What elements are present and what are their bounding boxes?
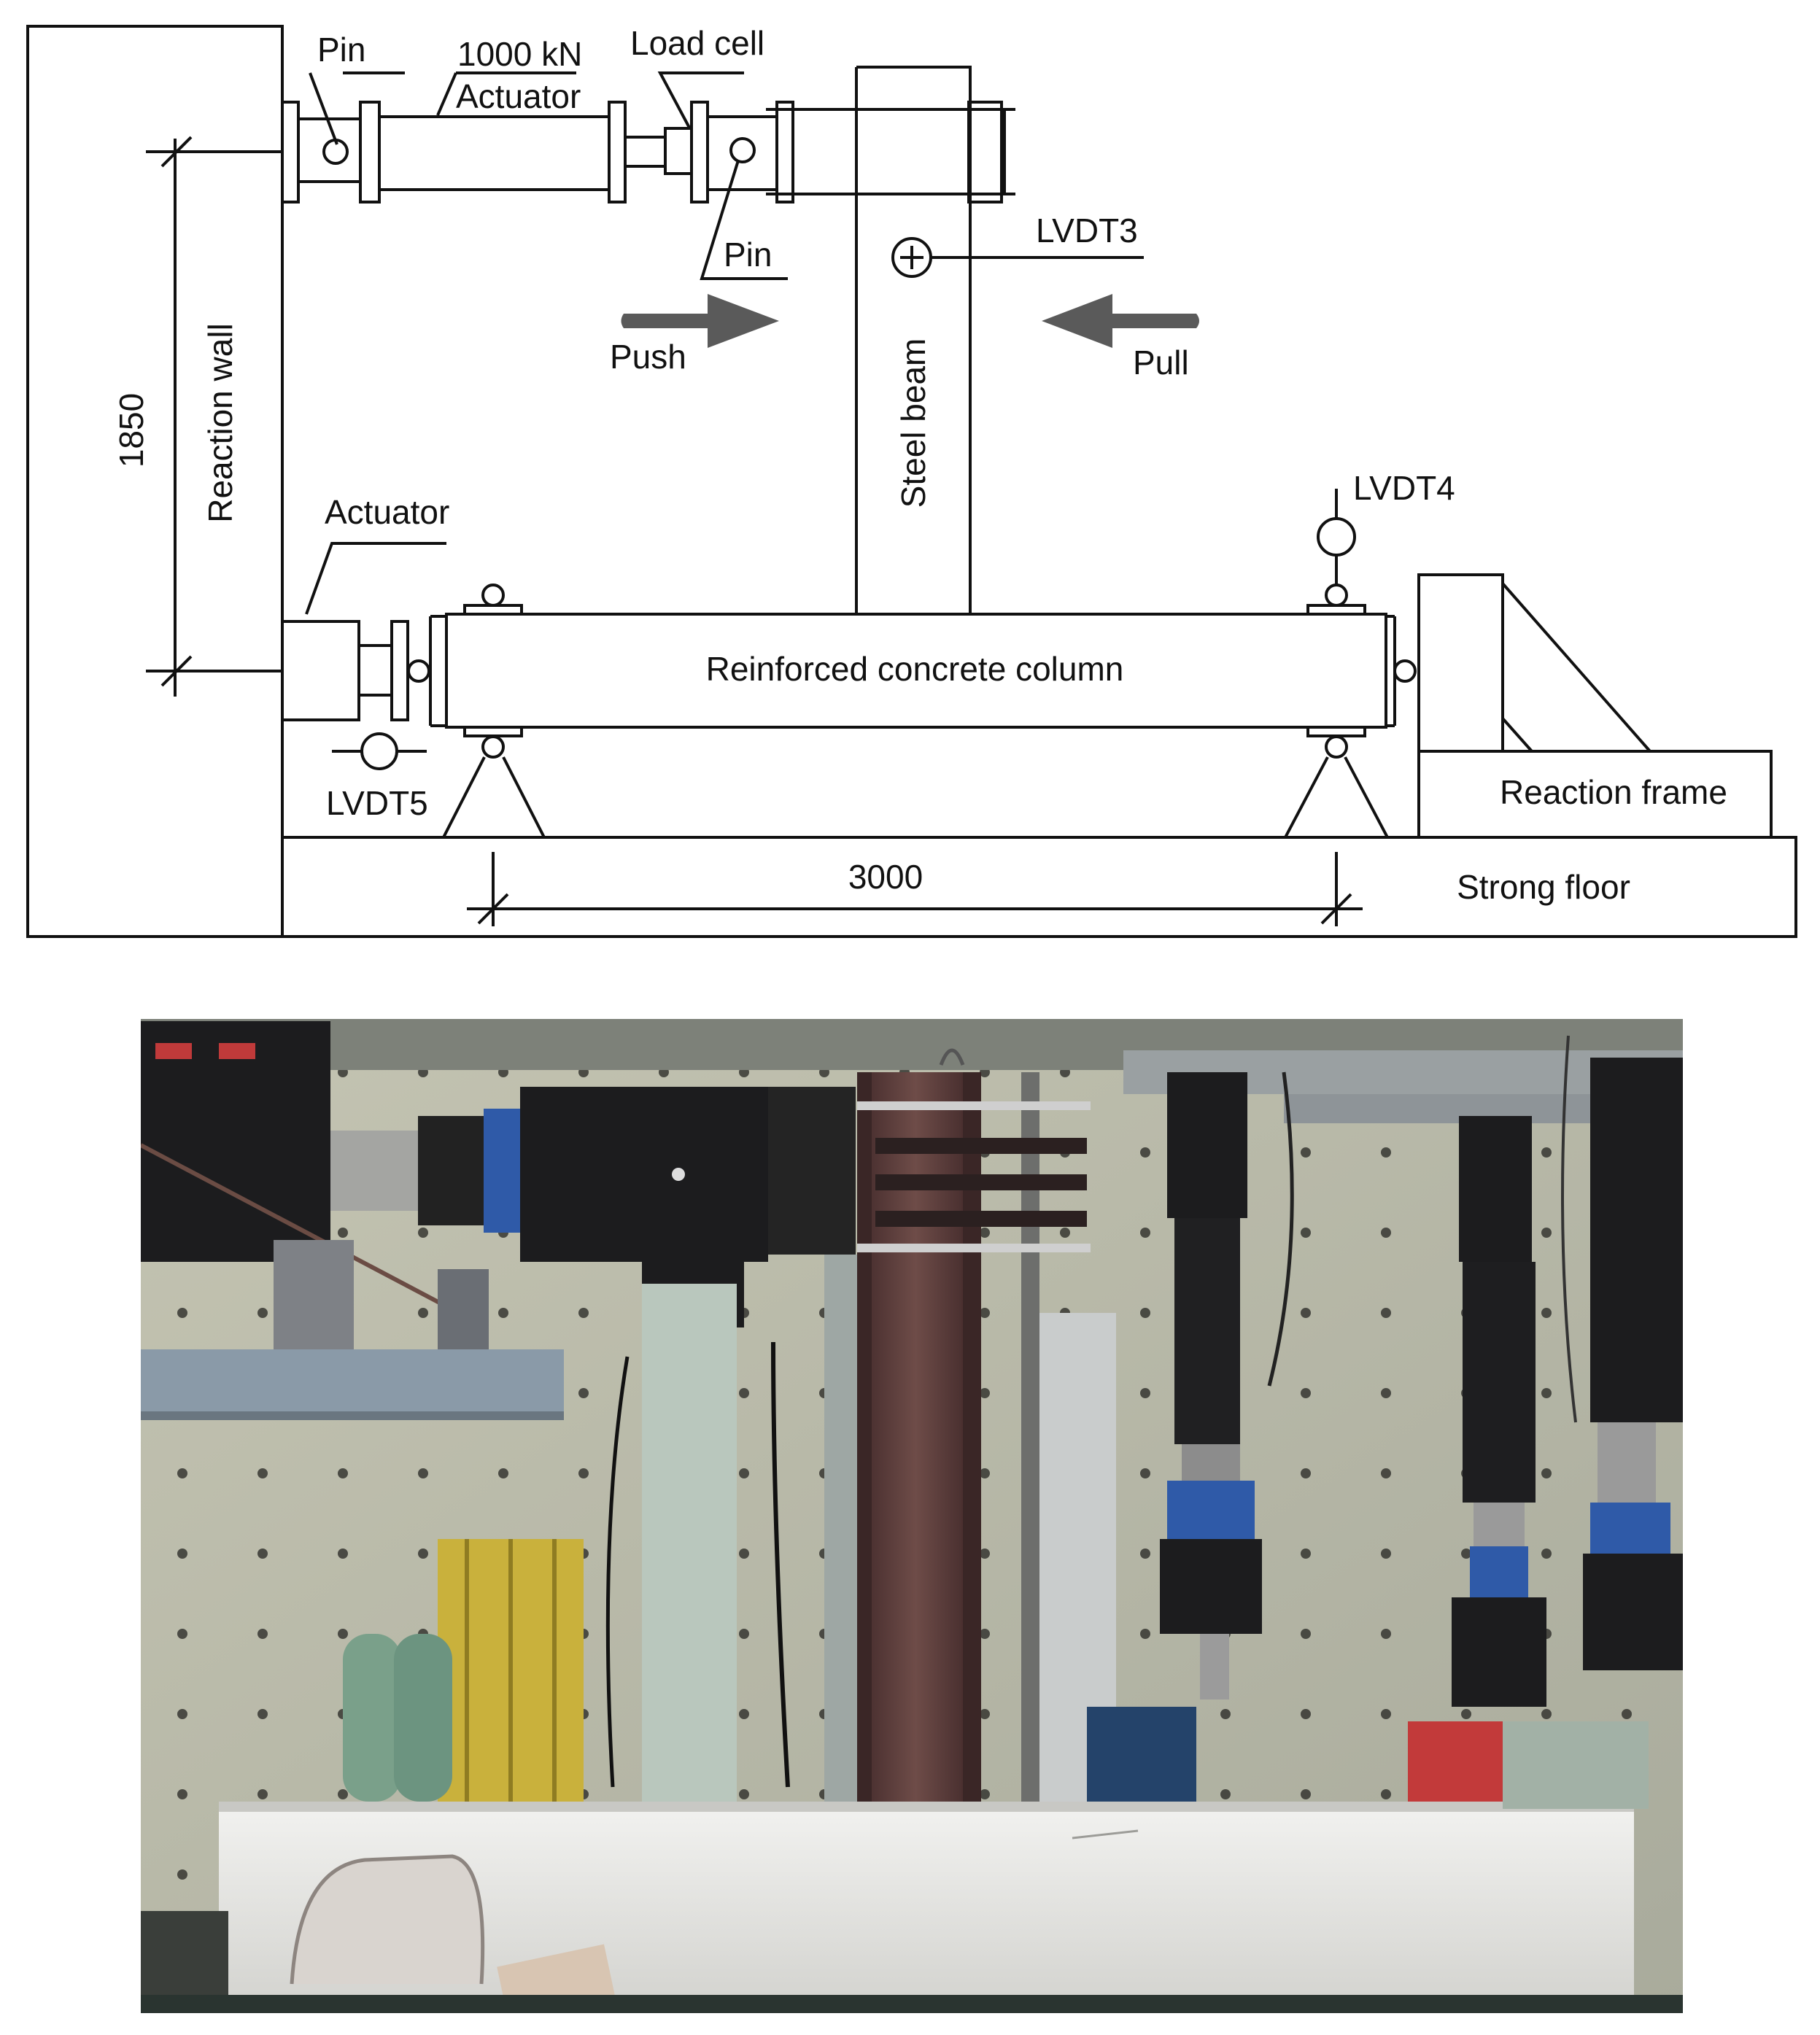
pin-top-label: Pin	[317, 31, 365, 69]
test-setup-photo	[141, 1019, 1683, 2013]
concrete-column-label: Reinforced concrete column	[706, 650, 1124, 688]
lvdt5-label: LVDT5	[326, 784, 428, 822]
actuator-capacity-label: 1000 kN	[457, 35, 582, 73]
photo-support-frame	[141, 1349, 564, 1411]
load-cell-symbol	[664, 127, 693, 175]
lvdt3-label: LVDT3	[1036, 212, 1138, 249]
pin-mid-label: Pin	[724, 236, 772, 274]
reaction-wall-label: Reaction wall	[201, 323, 239, 523]
lvdt3-symbol	[891, 237, 1144, 278]
strong-floor	[281, 836, 1797, 938]
pin-mid-symbol	[729, 137, 756, 163]
push-arrow	[621, 294, 779, 348]
pull-label: Pull	[1133, 344, 1189, 381]
photo-chair	[290, 1854, 485, 1985]
photo-steel-beam	[857, 1048, 1091, 1809]
steel-beam-label: Steel beam	[894, 338, 932, 508]
strong-floor-label: Strong floor	[1457, 868, 1630, 906]
top-actuator-assembly	[281, 101, 1015, 204]
reaction-frame-label: Reaction frame	[1500, 773, 1727, 811]
lvdt4-label: LVDT4	[1353, 469, 1455, 507]
push-label: Push	[610, 338, 686, 376]
pull-arrow	[1042, 294, 1199, 348]
height-dimension-label: 1850	[112, 393, 150, 468]
photo-vertical-actuators	[1160, 1058, 1683, 1707]
actuator-bottom-label: Actuator	[325, 493, 449, 531]
actuator-top-label: Actuator	[456, 77, 581, 115]
bottom-actuator-assembly	[281, 542, 446, 721]
photo-yellow-crate	[438, 1539, 584, 1816]
photo-horizontal-actuator	[141, 1021, 856, 1327]
height-dimension: 1850	[112, 136, 281, 697]
top-actuator-body	[378, 115, 611, 191]
lvdt5-symbol	[332, 732, 427, 770]
reaction-wall	[26, 25, 284, 938]
left-support	[442, 584, 546, 838]
load-cell-label: Load cell	[630, 24, 764, 62]
span-dimension	[467, 852, 1363, 926]
lvdt4-symbol	[1317, 489, 1356, 585]
schematic-diagram: Reaction wall 1850	[26, 24, 1797, 938]
concrete-column	[445, 613, 1387, 729]
top-leaders	[309, 71, 788, 280]
span-dimension-label: 3000	[848, 858, 923, 896]
